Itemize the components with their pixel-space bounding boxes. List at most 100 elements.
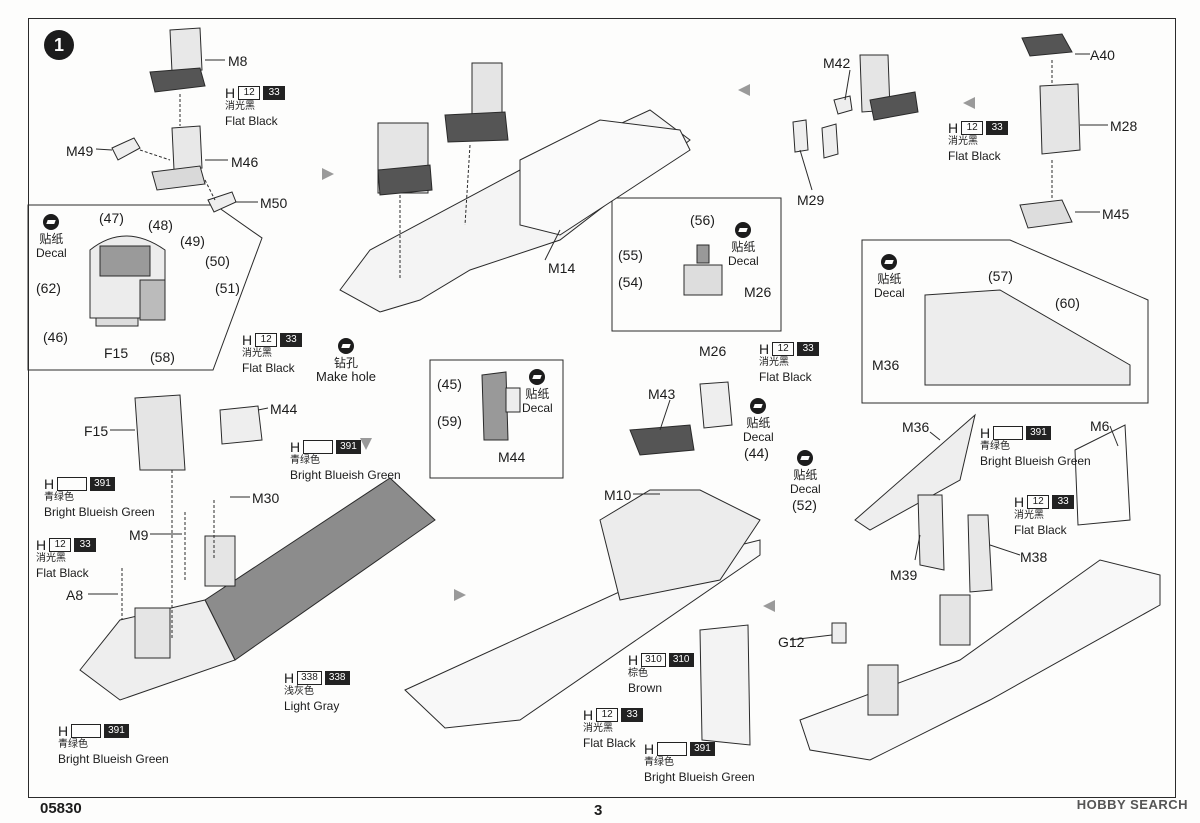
paint-letter: H	[759, 341, 770, 357]
paint-letter: H	[36, 537, 47, 553]
part-label-m49: M49	[66, 143, 94, 159]
decal-number-45: (45)	[437, 376, 462, 392]
paint-name-en: Flat Black	[948, 149, 1001, 163]
paint-name-cn: 消光黑	[225, 101, 255, 112]
paint-name-cn: 青绿色	[58, 739, 88, 750]
decal-number-57: (57)	[988, 268, 1013, 284]
drill-icon	[337, 338, 354, 354]
paint-name-cn: 消光黑	[583, 723, 613, 734]
paint-name-cn: 浅灰色	[284, 686, 314, 697]
paint-code: 33	[986, 121, 1009, 135]
paint-name-en: Bright Blueish Green	[58, 752, 169, 766]
paint-code: 391	[104, 724, 129, 738]
part-label-f15-inset: F15	[104, 345, 129, 361]
part-label-a40: A40	[1090, 47, 1115, 63]
paint-code: 12	[49, 538, 72, 552]
decal-number-60: (60)	[1055, 295, 1080, 311]
decal-label-en: Decal	[743, 430, 774, 444]
part-label-m29: M29	[797, 192, 825, 208]
part-label-m6: M6	[1090, 418, 1110, 434]
paint-code-empty	[57, 477, 88, 491]
decal-number-51: (51)	[215, 280, 240, 296]
paint-name-cn: 青绿色	[644, 757, 674, 768]
step-number-badge: 1	[44, 30, 74, 60]
decal-label-cn: 贴纸	[525, 387, 550, 401]
part-label-m46: M46	[231, 154, 259, 170]
decal-label-en: Decal	[728, 254, 759, 268]
part-label-m38: M38	[1020, 549, 1048, 565]
paint-name-cn: 青绿色	[290, 455, 320, 466]
part-label-a8: A8	[66, 587, 84, 603]
part-label-m43: M43	[648, 386, 676, 402]
part-label-m50: M50	[260, 195, 288, 211]
paint-name-en: Flat Black	[225, 114, 278, 128]
decal-icon	[43, 214, 60, 230]
decal-label-cn: 贴纸	[39, 232, 64, 246]
paint-name-en: Brown	[628, 681, 663, 695]
decal-label-en: Decal	[874, 286, 905, 300]
decal-label-en: Decal	[36, 246, 67, 260]
paint-code: 391	[90, 477, 115, 491]
paint-letter: H	[242, 332, 253, 348]
paint-name-en: Flat Black	[759, 370, 812, 384]
paint-name-en: Bright Blueish Green	[290, 468, 401, 482]
part-label-m26: M26	[699, 343, 727, 359]
paint-letter: H	[628, 652, 639, 668]
paint-letter: H	[284, 670, 295, 686]
paint-code-empty	[71, 724, 102, 738]
decal-number-47: (47)	[99, 210, 124, 226]
decal-number-54: (54)	[618, 274, 643, 290]
decal-label-en: Decal	[790, 482, 821, 496]
paint-letter: H	[980, 425, 991, 441]
paint-name-en: Bright Blueish Green	[980, 454, 1091, 468]
part-label-m8: M8	[228, 53, 248, 69]
paint-code: 12	[961, 121, 984, 135]
decal-icon	[735, 222, 752, 238]
paint-name-en: Flat Black	[242, 361, 295, 375]
part-label-m36-inset: M36	[872, 357, 900, 373]
paint-name-cn: 棕色	[628, 668, 648, 679]
part-label-m36: M36	[902, 419, 930, 435]
paint-code: 12	[596, 708, 619, 722]
decal-number-46: (46)	[43, 329, 68, 345]
paint-letter: H	[583, 707, 594, 723]
part-label-m9: M9	[129, 527, 149, 543]
decal-label-cn: 贴纸	[793, 468, 818, 482]
part-label-g12: G12	[778, 634, 805, 650]
paint-code: 12	[238, 86, 261, 100]
decal-number-55: (55)	[618, 247, 643, 263]
decal-number-52: (52)	[792, 497, 817, 513]
paint-name-cn: 青绿色	[44, 492, 74, 503]
paint-code: 391	[336, 440, 361, 454]
decal-number-49: (49)	[180, 233, 205, 249]
paint-code: 310	[668, 653, 694, 667]
part-label-m44: M44	[270, 401, 298, 417]
part-label-m26-inset: M26	[744, 284, 772, 300]
paint-name-en: Flat Black	[1014, 523, 1067, 537]
decal-label-cn: 贴纸	[731, 240, 756, 254]
paint-code: 33	[74, 538, 97, 552]
paint-code: 33	[621, 708, 644, 722]
paint-name-en: Flat Black	[583, 736, 636, 750]
paint-code: 338	[297, 671, 322, 685]
paint-callout-bright-blueish-green: H 391 青绿色 Bright Blueish Green	[290, 440, 401, 482]
paint-name-cn: 消光黑	[242, 348, 272, 359]
paint-letter: H	[290, 439, 301, 455]
decal-icon	[881, 254, 898, 270]
paint-name-cn: 消光黑	[948, 136, 978, 147]
decal-inset-box	[27, 204, 263, 371]
paint-name-en: Bright Blueish Green	[644, 770, 755, 784]
